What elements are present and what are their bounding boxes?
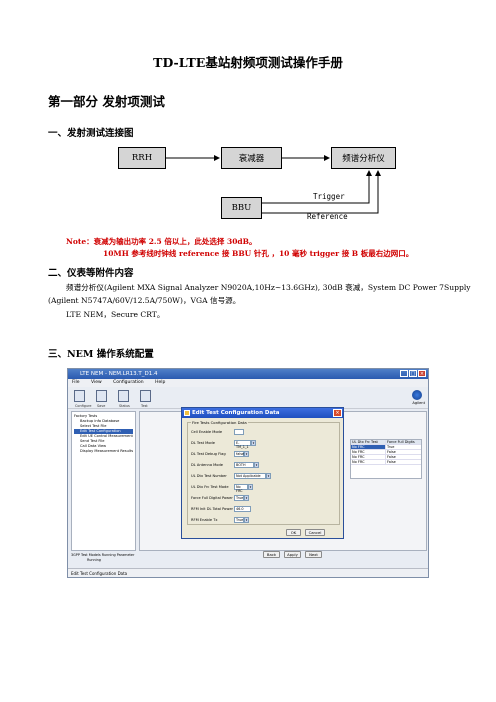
note-line-2: 10MH 参考线时钟线 reference 接 BBU 针孔 ，10 毫秒 tr… [103, 249, 414, 258]
tree-item[interactable]: Select Test File [80, 424, 107, 428]
group-title: Fire Tests Configuration Data [191, 420, 248, 425]
progress-state: Running [87, 558, 101, 562]
ul-dtx-number-select[interactable]: Not Applicable [234, 473, 266, 479]
section-heading-nem: 三、NEM 操作系统配置 [48, 349, 154, 360]
tree-item[interactable]: Edit UE Control Measurement [80, 434, 133, 438]
chevron-down-icon[interactable]: ▾ [266, 473, 271, 479]
dl-debug-select[interactable]: false [234, 451, 245, 457]
cell-enable-input[interactable] [234, 429, 244, 435]
rrh-box: RRH [118, 147, 166, 169]
frc-config-grid: UL Dtx Frc Test Mode Force Full Digits N… [350, 439, 422, 479]
document-title: TD-LTE基站射频项测试操作手册 [153, 55, 343, 70]
chevron-down-icon[interactable]: ▾ [244, 495, 249, 501]
dialog-title: Edit Test Configuration Data [192, 410, 280, 416]
analyzer-box: 频谱分析仪 [331, 147, 396, 169]
chevron-down-icon[interactable]: ▾ [254, 462, 259, 468]
section-heading-instruments: 二、仪表等附件内容 [48, 268, 134, 279]
arrow-trigger [262, 170, 372, 204]
progress-label: 3GPP Test Models Running Parameter [71, 553, 135, 557]
table-row[interactable]: No FRC True [351, 445, 421, 450]
status-text: Edit Test Configuration Data [71, 571, 128, 576]
save-icon[interactable]: Save [96, 390, 107, 408]
note-line-1: Note：衰减为输出功率 2.5 倍以上，此处选择 30dB。 [66, 237, 257, 246]
rfm-init-power-input[interactable]: 46.0 [234, 506, 251, 512]
instruments-line-1: 频谱分析仪(Agilent MXA Signal Analyzer N9020A… [66, 283, 471, 292]
section-heading-connection: 一、发射测试连接图 [48, 128, 134, 139]
force-full-digital-select[interactable]: True [234, 495, 244, 501]
field-dl-debug-flag: DL Test Debug Flag false ▾ [191, 451, 249, 457]
factory-tests-tree: Factory Tests Backup info Database Selec… [71, 411, 136, 551]
menu-file[interactable]: File [72, 380, 80, 385]
tree-item[interactable]: Call Data View [80, 444, 107, 448]
app-toolbar: Configure Save Status Test Agilent [68, 387, 428, 409]
chevron-down-icon[interactable]: ▾ [251, 440, 256, 446]
chevron-down-icon[interactable]: ▾ [244, 517, 249, 523]
agilent-logo-icon [412, 390, 422, 400]
attenuator-box: 衰减器 [221, 147, 282, 169]
apply-button[interactable]: Apply [284, 551, 301, 558]
chevron-down-icon[interactable]: ▾ [248, 484, 253, 490]
tree-item-selected[interactable]: Edit Test Configuration [74, 429, 133, 434]
grid-header: Force Full Digits [387, 440, 415, 444]
next-button[interactable]: Next [305, 551, 322, 558]
app-title: LTE NEM - NEM.LR13.T_D1.4 [80, 371, 158, 377]
instruments-line-2: (Agilent N5747A/60V/12.5A/750W)，VGA 信号源。 [48, 296, 241, 305]
config-group: Fire Tests Configuration Data Cell Enabl… [187, 420, 340, 525]
field-ul-dtx-frc-mode: UL Dtx Frc Test Mode No FRC ▾ [191, 484, 253, 493]
trigger-label: Trigger [313, 192, 345, 201]
field-cell-enable-mode: Cell Enable Mode [191, 429, 339, 435]
progress-panel: 3GPP Test Models Running Parameter Runni… [71, 553, 136, 565]
field-rfm-init-power: RFM Init DL Total Power 46.0 [191, 506, 339, 512]
field-dl-test-mode: DL Test Mode E-TM_1_1 ▾ [191, 440, 256, 449]
table-row[interactable]: No FRC False [351, 455, 421, 460]
edit-config-dialog: Edit Test Configuration Data × Fire Test… [181, 407, 344, 539]
ul-dtx-frc-select[interactable]: No FRC [234, 484, 248, 493]
ok-button[interactable]: OK [286, 529, 301, 536]
bbu-box: BBU [221, 197, 262, 219]
configure-icon[interactable]: Configure [74, 390, 91, 408]
dl-test-mode-select[interactable]: E-TM_1_1 [234, 440, 251, 449]
field-force-full-digital: Force Full Digital Power True ▾ [191, 495, 249, 501]
maximize-icon[interactable]: □ [409, 370, 417, 377]
arrow-reference [262, 170, 381, 214]
close-icon[interactable]: × [418, 370, 426, 377]
instruments-line-3: LTE NEM，Secure CRT。 [66, 310, 165, 319]
tree-root[interactable]: Factory Tests [74, 414, 98, 418]
app-titlebar: LTE NEM - NEM.LR13.T_D1.4 [68, 369, 428, 379]
app-statusbar: Edit Test Configuration Data [68, 568, 428, 577]
field-dl-antenna-mode: DL Antenna Mode BOTH ▾ [191, 462, 259, 468]
minimize-icon[interactable]: _ [400, 370, 408, 377]
table-row[interactable]: No FRC False [351, 450, 421, 455]
dialog-app-icon [184, 410, 190, 416]
field-ul-dtx-test-number: UL Dtx Test Number Not Applicable ▾ [191, 473, 271, 479]
nem-app-screenshot: LTE NEM - NEM.LR13.T_D1.4 _ □ × File Vie… [67, 368, 429, 578]
dialog-titlebar: Edit Test Configuration Data [182, 408, 343, 418]
reference-label: Reference [307, 212, 348, 221]
tree-item[interactable]: Send Test File [80, 439, 105, 443]
diagram-arrows [166, 155, 381, 214]
back-button[interactable]: Back [263, 551, 280, 558]
status-icon[interactable]: Status [118, 390, 130, 408]
part-heading: 第一部分 发射项测试 [48, 94, 165, 109]
brand-label: Agilent [412, 401, 425, 405]
menu-view[interactable]: View [90, 380, 102, 385]
table-row[interactable]: No FRC False [351, 460, 421, 465]
field-rfm-enable-tx: RFM Enable Tx True ▾ [191, 517, 249, 523]
cancel-button[interactable]: Cancel [305, 529, 325, 536]
tree-item[interactable]: Backup info Database [80, 419, 120, 423]
app-menubar: File View Configuration Help [68, 379, 428, 387]
menu-help[interactable]: Help [155, 380, 166, 385]
dl-antenna-select[interactable]: BOTH [234, 462, 254, 468]
menu-configuration[interactable]: Configuration [113, 380, 144, 385]
grid-header: UL Dtx Frc Test Mode [351, 440, 387, 449]
rfm-enable-tx-select[interactable]: True [234, 517, 244, 523]
chevron-down-icon[interactable]: ▾ [244, 451, 249, 457]
tree-item[interactable]: Display Measurement Results [80, 449, 134, 453]
dialog-close-icon[interactable]: × [333, 409, 342, 417]
test-icon[interactable]: Test [140, 390, 151, 408]
